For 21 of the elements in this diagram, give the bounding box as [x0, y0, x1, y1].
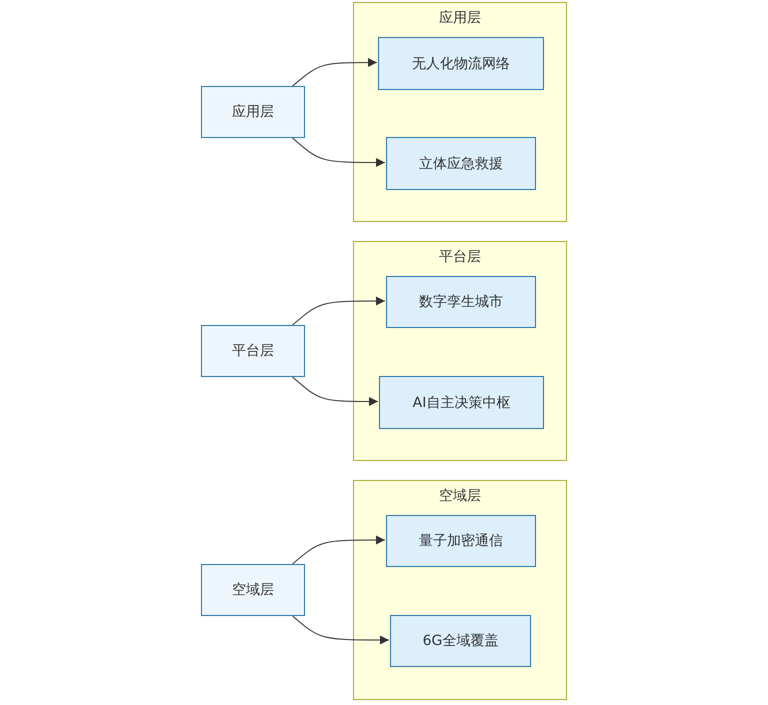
panel-title: 空域层 — [438, 487, 482, 505]
panel-title: 应用层 — [438, 9, 482, 27]
arrow — [292, 376, 378, 406]
function-box: 立体应急救援 — [386, 137, 536, 190]
layer-box: 应用层 — [201, 86, 305, 138]
function-box: AI自主决策中枢 — [379, 376, 544, 429]
arrow — [292, 616, 390, 644]
function-box: 无人化物流网络 — [378, 37, 544, 90]
layer-panel — [353, 241, 567, 461]
function-box: 量子加密通信 — [386, 515, 536, 567]
arrow — [292, 296, 386, 326]
arrow — [292, 138, 386, 167]
function-box: 数字孪生城市 — [386, 276, 536, 328]
function-box: 6G全域覆盖 — [390, 615, 531, 667]
panel-title: 平台层 — [438, 248, 482, 266]
layer-panel — [353, 2, 567, 222]
layer-box: 空域层 — [201, 564, 305, 616]
layer-box: 平台层 — [201, 325, 305, 377]
arrow — [292, 536, 386, 564]
arrow — [292, 58, 378, 86]
layer-panel — [353, 480, 567, 700]
